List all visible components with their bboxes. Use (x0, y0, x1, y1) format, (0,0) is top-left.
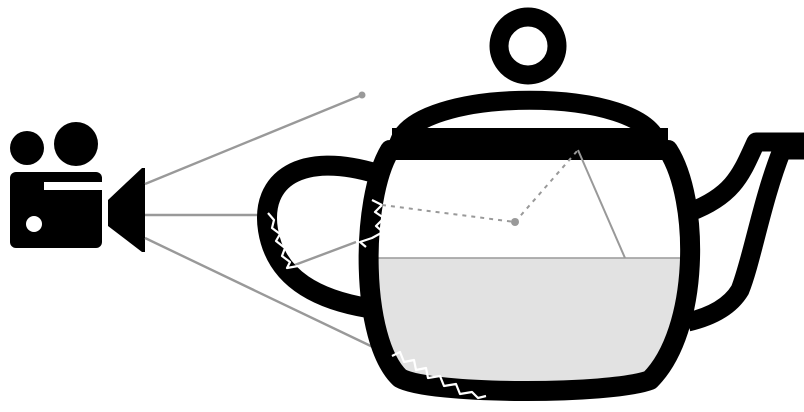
teapot-icon (267, 17, 804, 398)
ray-internal-dashed-2 (515, 150, 578, 222)
ray-upper-endpoint (359, 92, 366, 99)
lid-knob (499, 17, 557, 75)
ray-internal-solid (578, 150, 625, 258)
camera-reel-large (54, 122, 98, 166)
camera-lens (108, 168, 145, 252)
camera-light (26, 216, 42, 232)
camera-body-slot (44, 182, 102, 190)
video-camera-icon (10, 122, 145, 252)
teapot-spout (688, 142, 804, 322)
camera-reel-small (10, 131, 44, 165)
ray-handle-inner-path (292, 242, 356, 266)
ray-internal-dashed-1 (382, 205, 515, 222)
internal-ray-group (382, 150, 625, 258)
